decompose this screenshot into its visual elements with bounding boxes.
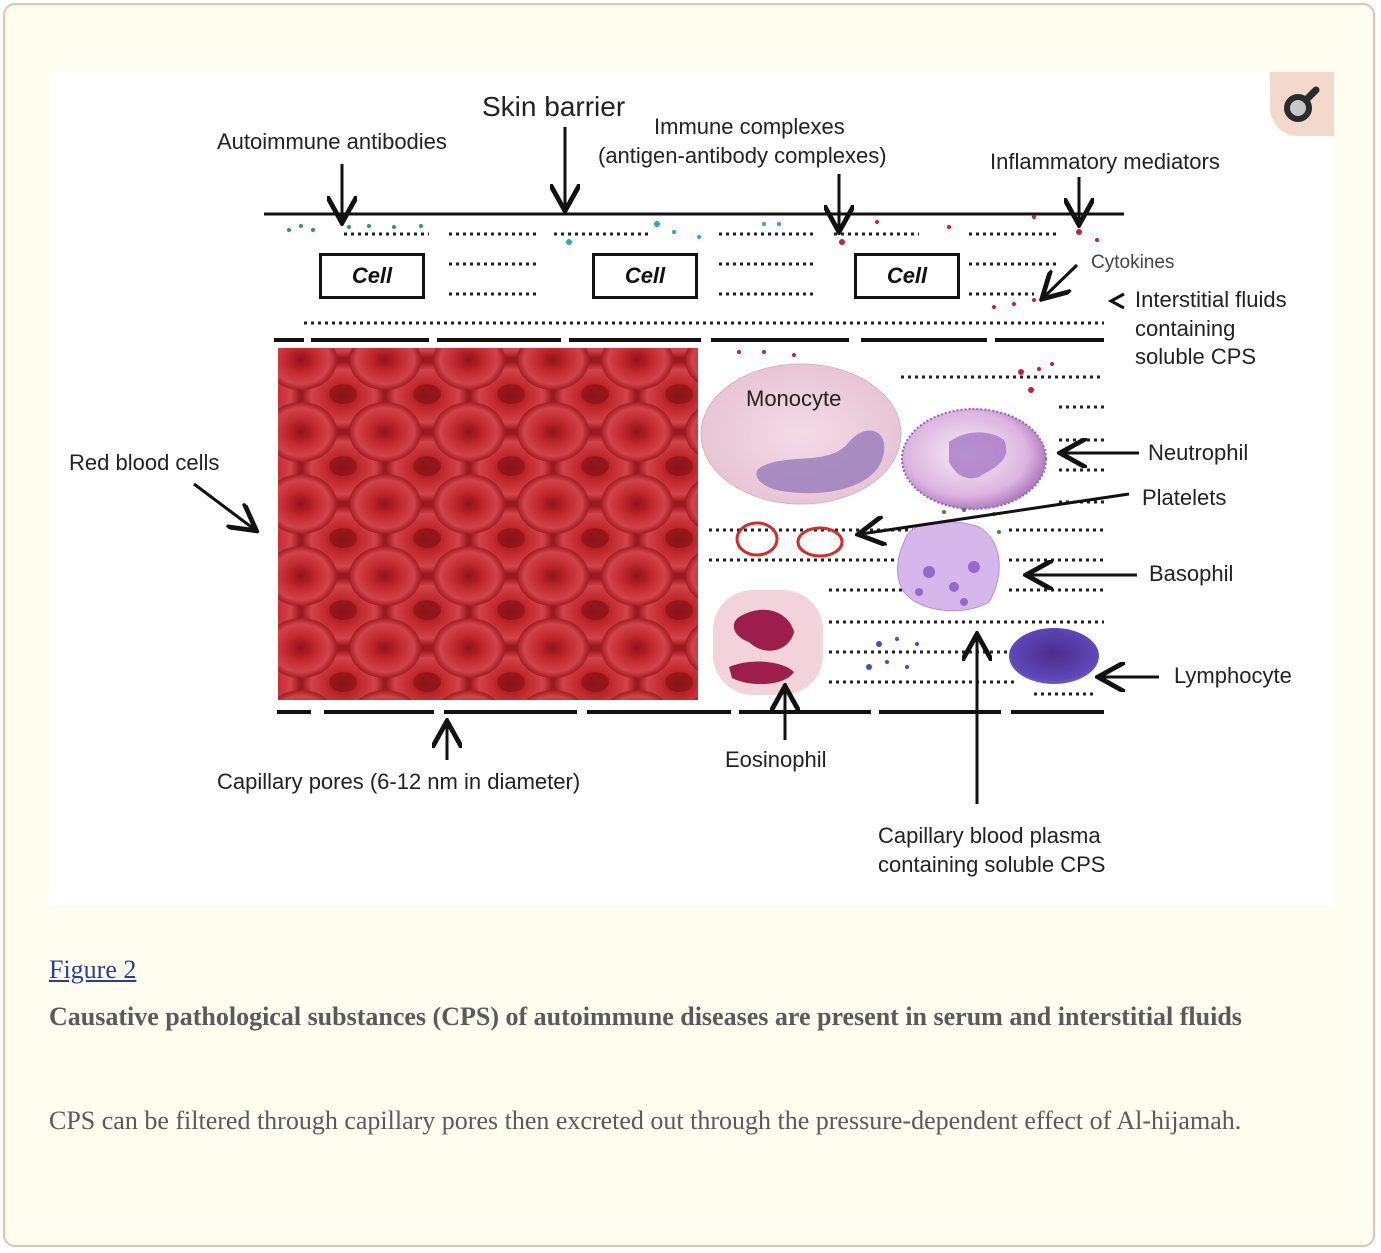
lymphocyte-cell <box>1009 628 1099 684</box>
platelet-ring <box>796 526 844 558</box>
monocyte-nucleus <box>756 430 885 494</box>
zoom-button[interactable] <box>1270 72 1334 136</box>
figure-caption-body: CPS can be filtered through capillary po… <box>49 1106 1242 1135</box>
label-interstitial-containing: containing <box>1135 316 1236 341</box>
cell-box: Cell <box>854 253 960 299</box>
label-inflammatory-mediators: Inflammatory mediators <box>990 149 1220 174</box>
label-autoimmune-antibodies: Autoimmune antibodies <box>217 129 447 154</box>
label-monocyte: Monocyte <box>746 386 842 411</box>
magnifier-icon <box>1284 86 1320 122</box>
label-immune-complexes: Immune complexes <box>654 114 845 139</box>
figure-link[interactable]: Figure 2 <box>49 955 137 984</box>
cell-box: Cell <box>592 253 698 299</box>
label-platelets: Platelets <box>1142 485 1227 510</box>
annotation-arrows <box>193 127 1159 804</box>
label-lymphocyte: Lymphocyte <box>1174 663 1292 688</box>
figure-image[interactable]: Cell Cell Cell Skin barrier Autoimmune a… <box>49 72 1334 905</box>
label-neutrophil: Neutrophil <box>1148 440 1249 465</box>
label-cytokines: Cytokines <box>1091 252 1175 273</box>
figure-caption-title: Causative pathological substances (CPS) … <box>49 1002 1242 1031</box>
label-basophil: Basophil <box>1149 561 1234 586</box>
diagram-canvas <box>193 127 1159 804</box>
arrow-interstitial-fluids <box>1107 292 1125 310</box>
arrow-cytokines <box>1044 263 1079 297</box>
arrow-platelets <box>861 492 1130 534</box>
label-immune-complexes-sub: (antigen-antibody complexes) <box>598 143 887 168</box>
platelet-ring <box>735 521 779 557</box>
label-interstitial-soluble-cps: soluble CPS <box>1135 344 1257 369</box>
cell-box: Cell <box>319 253 425 299</box>
label-skin-barrier: Skin barrier <box>482 91 626 122</box>
label-red-blood-cells: Red blood cells <box>69 450 220 475</box>
red-blood-cells-image <box>278 348 698 700</box>
label-capillary-pores: Capillary pores (6-12 nm in diameter) <box>217 769 581 794</box>
label-eosinophil: Eosinophil <box>725 747 827 772</box>
label-capillary-plasma-cps: containing soluble CPS <box>878 852 1106 877</box>
interstitial-dots <box>304 232 1104 325</box>
label-capillary-plasma: Capillary blood plasma <box>878 823 1101 848</box>
arrow-red-blood-cells <box>193 482 254 529</box>
basophil-cell <box>897 521 1000 612</box>
label-interstitial-fluids: Interstitial fluids <box>1135 287 1287 312</box>
